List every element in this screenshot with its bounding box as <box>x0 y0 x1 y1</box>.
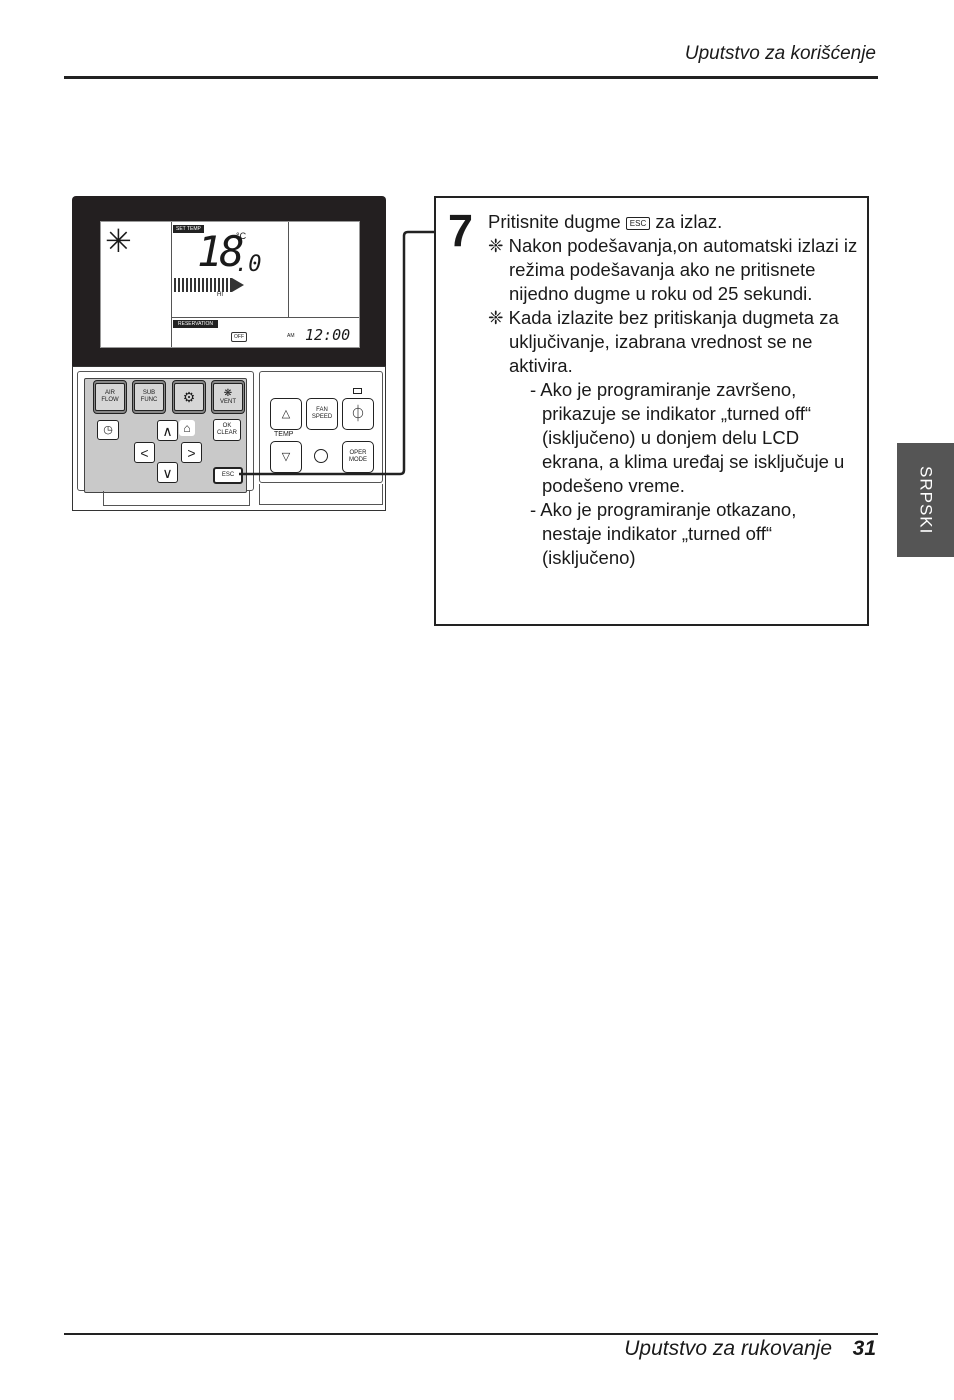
set-temp-label: SET TEMP <box>173 225 204 233</box>
triangle-down-icon: ▽ <box>281 450 291 463</box>
chevron-right-icon: > <box>187 444 196 461</box>
chevron-down-icon: ∨ <box>162 464 173 481</box>
vent-button: ❋VENT <box>211 380 245 414</box>
step-intro: Pritisnite dugme ESC za izlaz. <box>488 210 858 234</box>
remote-cover-flap <box>103 491 250 506</box>
temp-down-button: ▽ <box>270 441 302 473</box>
settings-button: ⚙ <box>172 380 206 414</box>
sub-func-label: FUNC <box>140 397 158 403</box>
power-led <box>353 388 362 394</box>
power-icon: ⏀ <box>349 405 366 423</box>
note-item: ❈ Nakon podešavanja,on automatski izlazi… <box>488 235 858 304</box>
lcd-divider <box>171 317 359 318</box>
step-text: Pritisnite dugme ESC za izlaz. ❈ Nakon p… <box>488 210 858 570</box>
fan-speed-arrow-icon <box>232 278 244 292</box>
cooling-mode-icon: ✳ <box>105 223 132 259</box>
step-intro-pre: Pritisnite dugme <box>488 211 621 232</box>
fan-speed-bar <box>174 278 232 292</box>
clock-display: 12:00 <box>305 326 351 344</box>
header-title: Uputstvo za korišćenje <box>684 43 876 64</box>
temperature-decimal: .0 <box>235 252 262 277</box>
air-flow-label: AIR <box>104 390 115 396</box>
clear-label: CLEAR <box>216 430 237 436</box>
oper-mode-label: MODE <box>349 457 367 463</box>
remote-controller-illustration: ✳ SET TEMP 18 .0 °C HI RESERVATION OFF A… <box>72 196 386 511</box>
footer-title: Uputstvo za rukovanje <box>624 1337 832 1360</box>
air-flow-label: FLOW <box>101 397 119 403</box>
temp-up-button: △ <box>270 398 302 430</box>
clock-icon: ◷ <box>103 424 113 436</box>
note-item: ❈ Kada izlazite bez pritiskanja dugmeta … <box>488 307 839 376</box>
step-instruction-box: 7 Pritisnite dugme ESC za izlaz. ❈ Nakon… <box>434 196 869 626</box>
language-tab: SRPSKI <box>897 443 954 557</box>
oper-mode-label: OPER <box>349 450 367 456</box>
ok-label: OK <box>222 423 232 429</box>
fan-speed-label: FAN <box>316 407 328 413</box>
home-icon-area: ⌂ <box>179 420 195 436</box>
fan-level-label: HI <box>217 292 223 298</box>
left-button: < <box>134 442 155 463</box>
language-tab-label: SRPSKI <box>916 465 936 535</box>
esc-key-icon: ESC <box>625 216 651 230</box>
home-icon: ⌂ <box>183 420 191 435</box>
sensor-circle <box>314 449 328 463</box>
timer-button: ◷ <box>97 420 119 440</box>
power-button: ⏀ <box>342 398 374 430</box>
right-button: > <box>181 442 202 463</box>
remote-top-housing: ✳ SET TEMP 18 .0 °C HI RESERVATION OFF A… <box>72 196 386 366</box>
triangle-up-icon: △ <box>281 407 291 420</box>
step-intro-post: za izlaz. <box>655 211 723 232</box>
remote-right-panel-base <box>259 484 383 505</box>
header-rule <box>64 76 878 79</box>
reservation-label: RESERVATION <box>173 320 219 328</box>
step-number: 7 <box>448 205 474 256</box>
gear-icon: ⚙ <box>182 389 196 405</box>
temp-label: TEMP <box>274 431 294 438</box>
lcd-screen: ✳ SET TEMP 18 .0 °C HI RESERVATION OFF A… <box>100 221 360 348</box>
sub-func-label: SUB <box>142 390 156 396</box>
esc-button: ESC <box>213 467 243 484</box>
off-indicator: OFF <box>231 332 247 342</box>
am-indicator: AM <box>287 333 295 339</box>
fan-speed-label: SPEED <box>311 414 333 420</box>
page-number: 31 <box>852 1337 876 1360</box>
chevron-up-icon: ∧ <box>162 422 173 439</box>
sub-note-item: - Ako je programiranje otkazano, nestaje… <box>530 499 797 568</box>
vent-label: VENT <box>219 398 236 405</box>
lcd-divider <box>171 222 172 347</box>
down-button: ∨ <box>157 462 178 483</box>
vent-fan-icon: ❋ <box>223 387 233 399</box>
footer-rule <box>64 1333 878 1335</box>
temperature-value: 18 <box>197 227 245 276</box>
sub-note-item: - Ako je programiranje završeno, prikazu… <box>530 379 845 496</box>
lcd-divider <box>288 222 289 317</box>
temperature-unit: °C <box>236 231 247 241</box>
chevron-left-icon: < <box>140 444 149 461</box>
up-button: ∧ <box>157 420 178 441</box>
